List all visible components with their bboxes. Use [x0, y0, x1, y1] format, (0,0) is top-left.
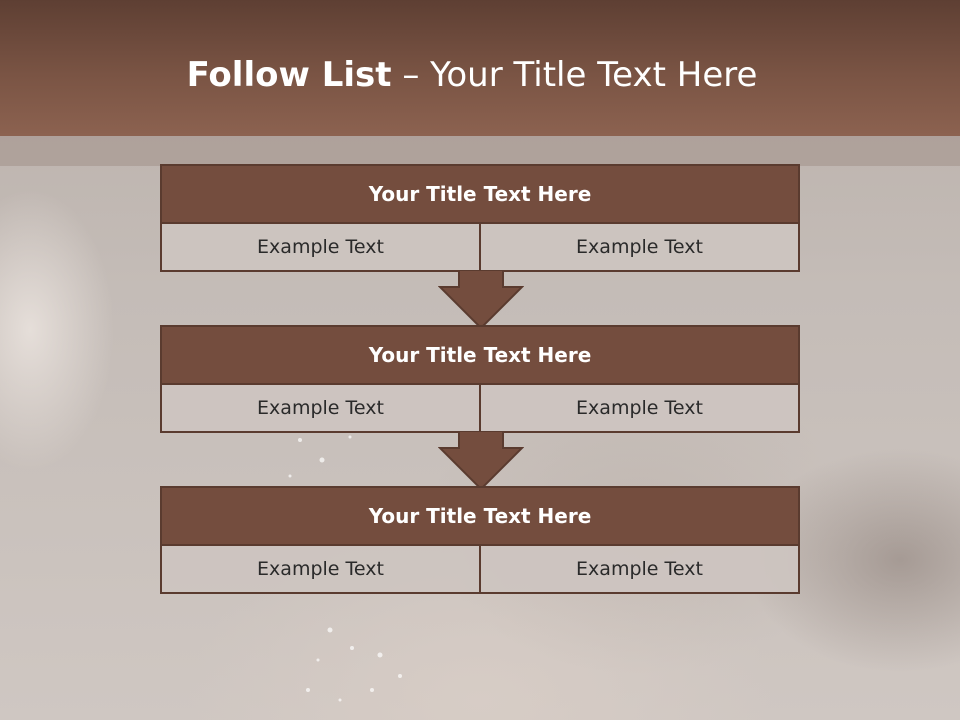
title-bar-shadow-strip: [0, 136, 960, 166]
slide-title-bold: Follow List: [186, 55, 392, 95]
step-3-left-cell: Example Text: [162, 546, 479, 592]
down-arrow-icon: [438, 270, 524, 330]
step-2-left-cell: Example Text: [162, 385, 479, 431]
step-1-right-cell: Example Text: [479, 224, 798, 270]
step-3-right-cell: Example Text: [479, 546, 798, 592]
step-1-cells: Example Text Example Text: [162, 224, 798, 270]
step-3-cells: Example Text Example Text: [162, 546, 798, 592]
step-2-title: Your Title Text Here: [162, 327, 798, 385]
step-3-title: Your Title Text Here: [162, 488, 798, 546]
title-bar: [0, 0, 960, 136]
step-1-left-cell: Example Text: [162, 224, 479, 270]
slide-title: Follow List – Your Title Text Here: [0, 55, 944, 95]
slide-title-rest: – Your Title Text Here: [391, 55, 758, 95]
step-2-cells: Example Text Example Text: [162, 385, 798, 431]
step-3-box: Your Title Text Here Example Text Exampl…: [160, 486, 800, 594]
step-2-right-cell: Example Text: [479, 385, 798, 431]
down-arrow-icon: [438, 431, 524, 491]
step-1-title: Your Title Text Here: [162, 166, 798, 224]
step-1-box: Your Title Text Here Example Text Exampl…: [160, 164, 800, 272]
step-2-box: Your Title Text Here Example Text Exampl…: [160, 325, 800, 433]
